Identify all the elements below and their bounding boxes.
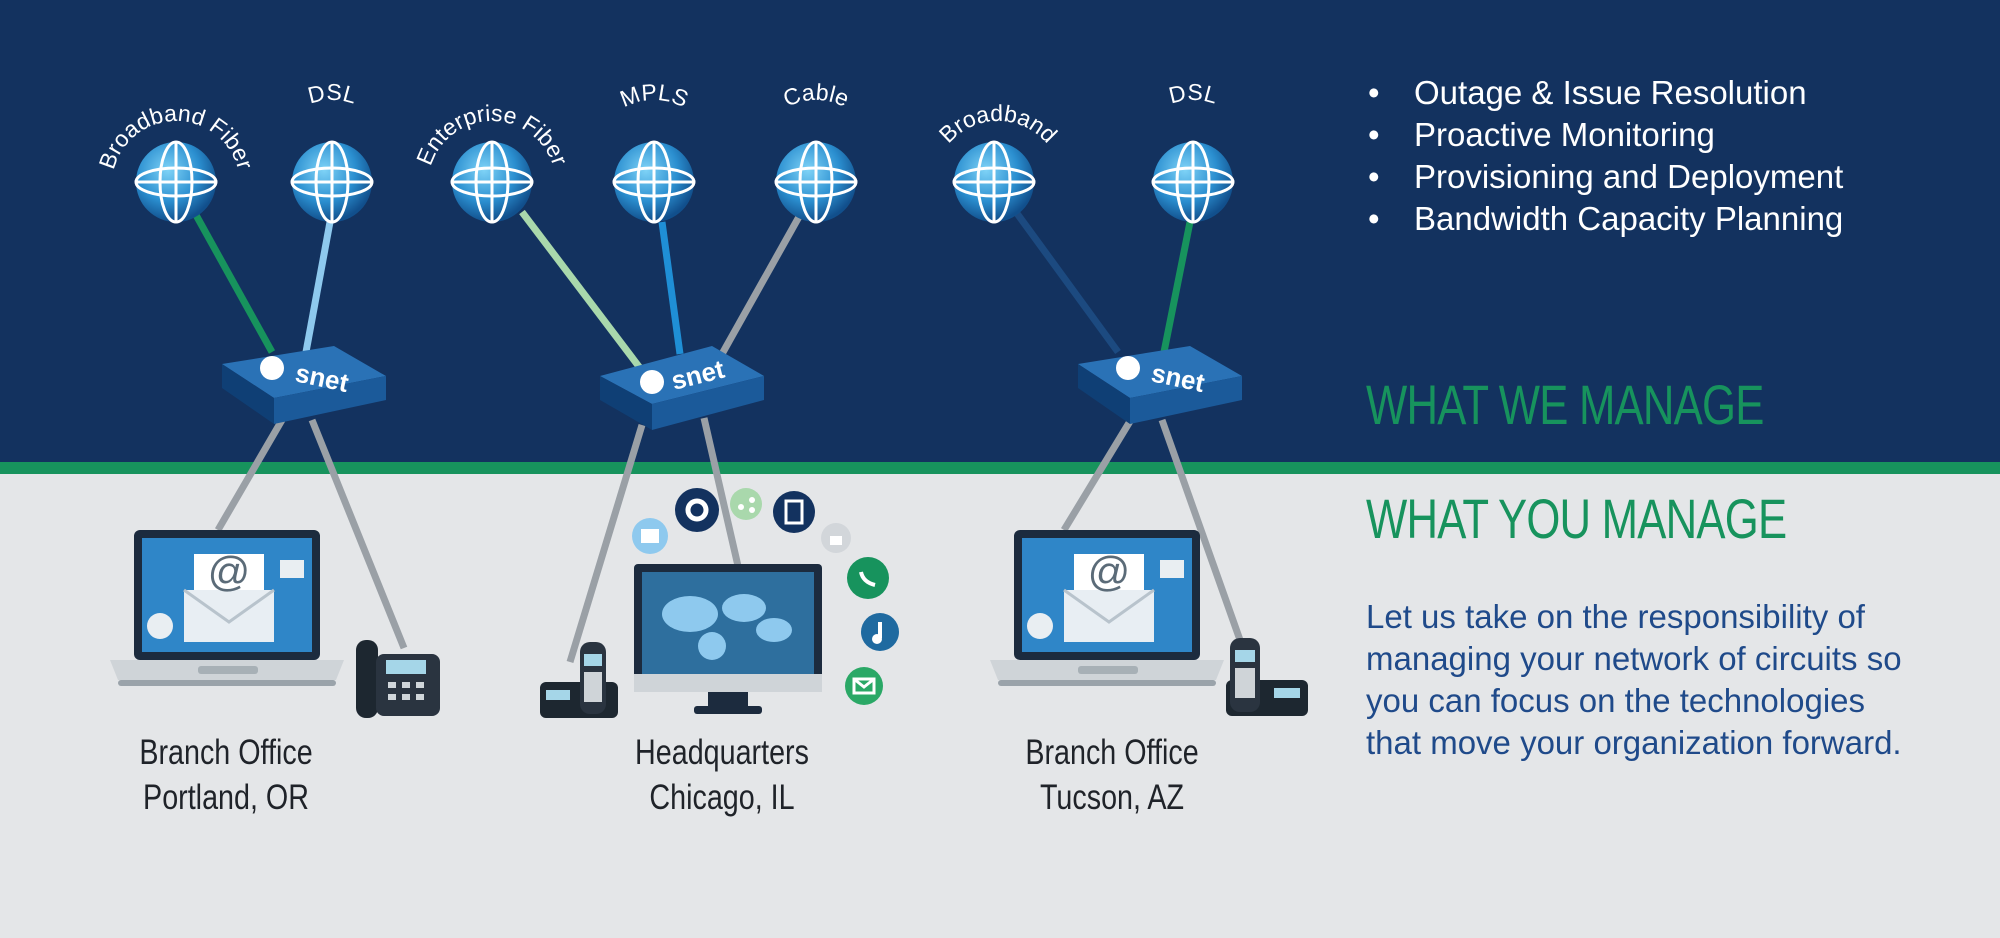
mail-icon [845, 667, 883, 705]
location-city: Chicago, IL [649, 778, 795, 817]
heading-what-you-manage: WHAT YOU MANAGE [1366, 487, 1787, 550]
globe-icon [952, 140, 1036, 224]
app-icons [632, 488, 899, 705]
globe-icon [774, 140, 858, 224]
circuit-link-broadband-fiber [192, 213, 276, 354]
document-icon [773, 491, 815, 533]
location-city: Tucson, AZ [1039, 778, 1185, 817]
globes [134, 140, 1235, 224]
laptop-icon: @ [990, 530, 1224, 686]
circuit-link-enterprise-fiber [519, 209, 643, 371]
router-device: snet [600, 346, 764, 430]
phone-icon [847, 557, 889, 599]
router-device: snet [222, 346, 386, 424]
gear-icon [675, 488, 719, 532]
service-item: Proactive Monitoring [1368, 114, 1843, 156]
circuit-link-dsl [302, 221, 334, 353]
downstream-links [214, 416, 1244, 664]
location-name: Headquarters [635, 733, 809, 772]
svg-text:@: @ [1088, 548, 1131, 595]
location-label-tucson: Branch Office Tucson, AZ [989, 730, 1235, 820]
zone-divider [0, 462, 2000, 474]
managed-services-list: Outage & Issue Resolution Proactive Moni… [1368, 72, 1843, 240]
circuit-link-broadband [1013, 209, 1121, 355]
video-icon [632, 518, 668, 554]
laptop-icon: @ [110, 530, 344, 686]
circuit-label: Cable [779, 79, 853, 112]
circuit-label: Broadband [934, 100, 1063, 148]
circuit-link-cable [718, 213, 804, 356]
service-item: Bandwidth Capacity Planning [1368, 198, 1843, 240]
share-icon [730, 488, 762, 520]
circuit-label: DSL [305, 79, 359, 109]
lock-icon [821, 523, 851, 553]
desk-phone-icon [356, 640, 440, 718]
globe-icon [1151, 140, 1235, 224]
cordless-phone-icon [1226, 638, 1308, 716]
circuit-label: DSL [1166, 79, 1220, 109]
router-device: snet [1078, 346, 1242, 424]
customer-zone [0, 474, 2000, 938]
circuit-link-dsl-2 [1160, 221, 1194, 353]
globe-icon [612, 140, 696, 224]
service-item: Provisioning and Deployment [1368, 156, 1843, 198]
globe-icon [450, 140, 534, 224]
location-name: Branch Office [139, 733, 313, 772]
location-city: Portland, OR [143, 778, 309, 817]
location-name: Branch Office [1025, 733, 1199, 772]
service-item: Outage & Issue Resolution [1368, 72, 1843, 114]
cordless-phone-icon [540, 642, 618, 718]
svg-text:@: @ [208, 548, 251, 595]
description-text: Let us take on the responsibility of man… [1366, 598, 1902, 761]
monitor-icon [634, 564, 822, 714]
globe-icon [290, 140, 374, 224]
music-icon [861, 613, 899, 651]
circuit-link-mpls [658, 221, 684, 355]
circuit-label: MPLS [616, 79, 692, 113]
globe-icon [134, 140, 218, 224]
heading-what-we-manage: WHAT WE MANAGE [1366, 373, 1764, 436]
location-label-portland: Branch Office Portland, OR [103, 730, 349, 820]
location-label-chicago: Headquarters Chicago, IL [599, 730, 845, 820]
